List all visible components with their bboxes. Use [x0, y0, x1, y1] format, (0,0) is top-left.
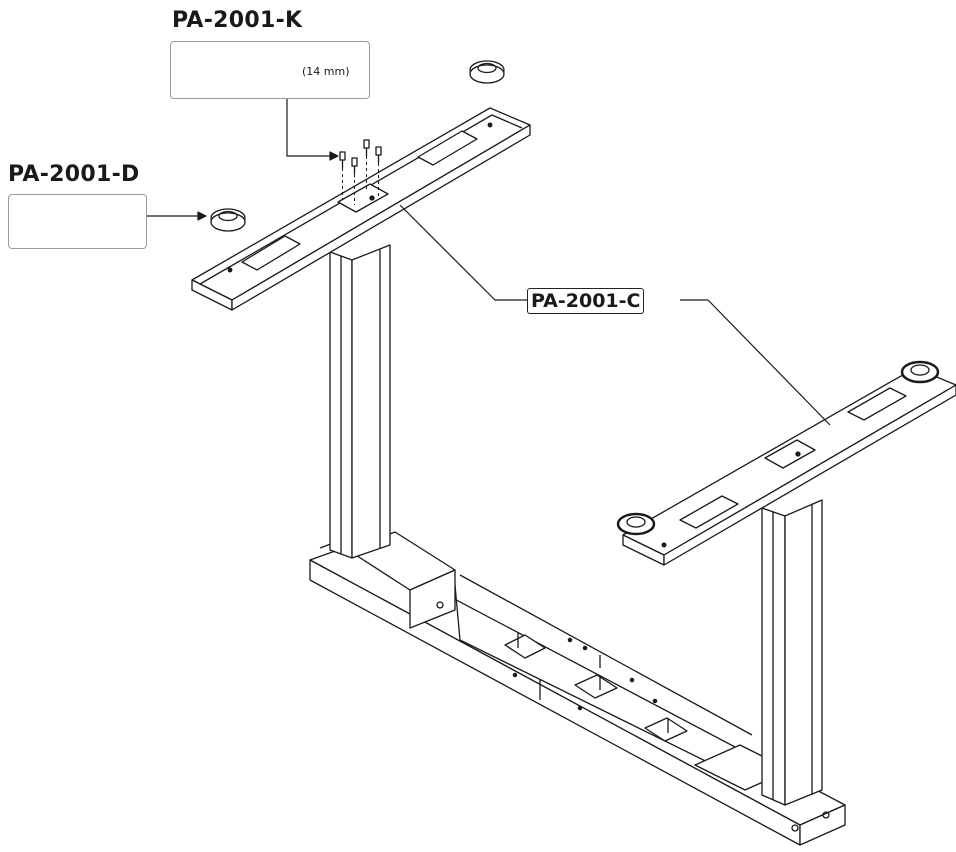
- leader-lines: [145, 97, 831, 426]
- leveling-foot-top: [469, 60, 505, 84]
- leveling-foot-left: [210, 208, 246, 232]
- screw-callout-box: [170, 41, 370, 99]
- screw-part-code: PA-2001-K: [172, 8, 303, 33]
- screws-group: [339, 139, 382, 205]
- foot-part-code: PA-2001-D: [8, 162, 140, 187]
- base-beam: [309, 531, 846, 846]
- bracket-part-code: PA-2001-C: [527, 288, 645, 314]
- right-top-bracket: [622, 367, 956, 566]
- left-column: [329, 244, 391, 559]
- leveling-foot-right-back: [900, 360, 940, 384]
- foot-callout-box: [8, 194, 147, 249]
- screw-length: (14 mm): [302, 65, 350, 78]
- left-top-bracket: [191, 107, 531, 311]
- right-column: [761, 499, 823, 806]
- leveling-foot-right-front: [616, 512, 656, 536]
